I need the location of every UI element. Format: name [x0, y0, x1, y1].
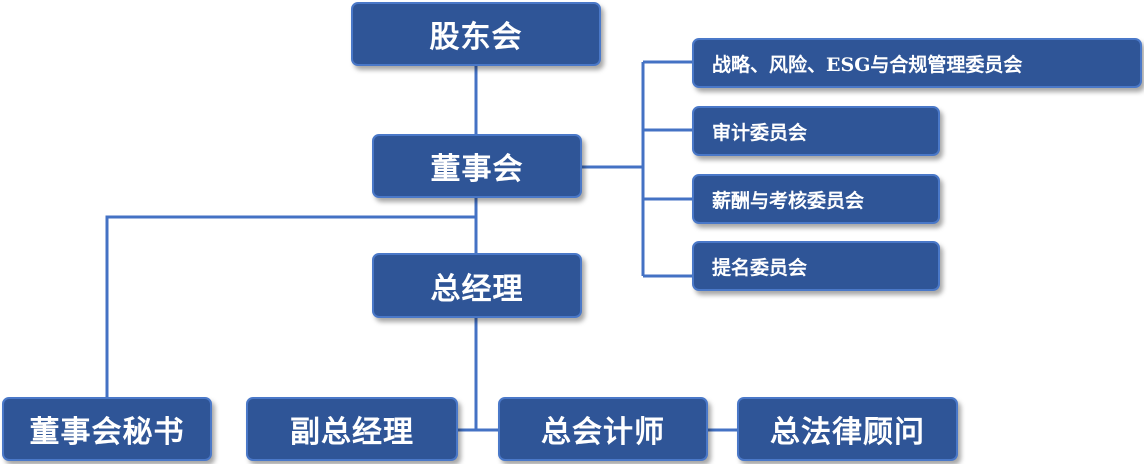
- board-of-directors-box: 董事会: [372, 134, 582, 198]
- committee-strategy-risk-esg-box: 战略、风险、ESG与合规管理委员会: [692, 38, 1142, 88]
- committee-remuneration-label: 薪酬与考核委员会: [712, 189, 865, 212]
- chief-accountant-label: 总会计师: [541, 415, 665, 450]
- committee-strategy-risk-esg-label: 战略、风险、ESG与合规管理委员会: [712, 53, 1023, 76]
- general-counsel-box: 总法律顾问: [737, 397, 958, 461]
- deputy-gm-label: 副总经理: [290, 415, 414, 450]
- committee-nomination-box: 提名委员会: [692, 241, 940, 291]
- committee-audit-box: 审计委员会: [692, 106, 940, 156]
- board-secretary-box: 董事会秘书: [2, 397, 212, 461]
- deputy-gm-box: 副总经理: [246, 397, 458, 461]
- chief-accountant-box: 总会计师: [498, 397, 708, 461]
- committee-audit-label: 审计委员会: [712, 121, 808, 144]
- committee-remuneration-box: 薪酬与考核委员会: [692, 174, 940, 224]
- shareholders-meeting-box: 股东会: [351, 2, 601, 66]
- board-secretary-label: 董事会秘书: [29, 415, 185, 450]
- shareholders-meeting-label: 股东会: [429, 20, 523, 55]
- general-manager-label: 总经理: [430, 271, 524, 307]
- committee-nomination-label: 提名委员会: [712, 256, 808, 279]
- connector-board-secretary: [105, 215, 476, 400]
- general-manager-box: 总经理: [372, 253, 582, 318]
- board-of-directors-label: 董事会: [430, 152, 524, 187]
- general-counsel-label: 总法律顾问: [770, 415, 925, 450]
